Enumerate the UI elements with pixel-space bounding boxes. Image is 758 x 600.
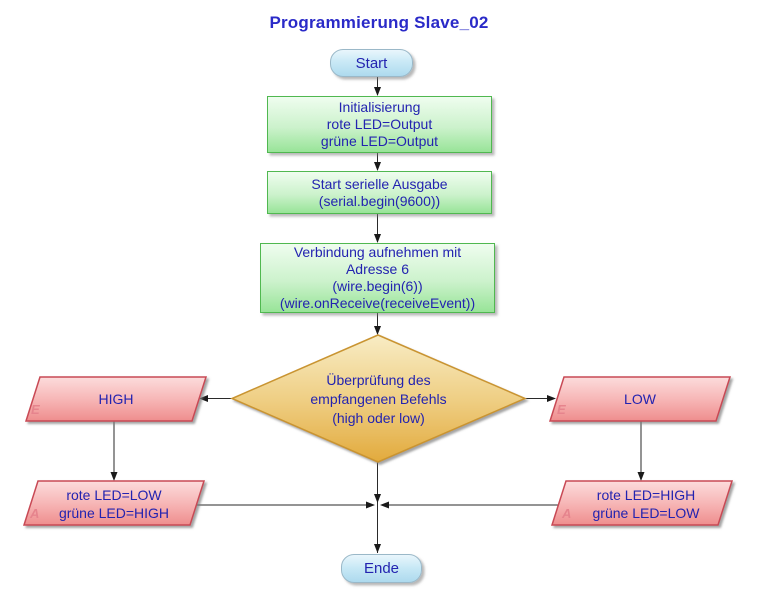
io-output-left-tag: A — [30, 506, 40, 521]
arrowhead-junction-from-left — [366, 501, 375, 509]
io-output-right-shape — [550, 480, 734, 526]
process-verbindung-line3: (wire.begin(6)) — [332, 278, 423, 294]
io-output-right-tag: A — [562, 506, 572, 521]
io-output-left-line2: grüne LED=HIGH — [58, 505, 170, 521]
arrowhead-into-high — [199, 395, 208, 402]
arrowhead-junction-down — [374, 494, 381, 503]
io-high-label: HIGH — [98, 391, 134, 407]
io-high-tag: E — [31, 402, 40, 417]
arrowhead-junction-from-right — [380, 501, 389, 509]
arrowhead-into-outright — [637, 472, 645, 481]
io-low-shape — [548, 376, 732, 422]
terminal-end: Ende — [341, 554, 422, 583]
decision-text: Überprüfung des empfangenen Befehls (hig… — [232, 371, 525, 428]
io-output-right-text: rote LED=HIGH grüne LED=LOW — [556, 486, 736, 522]
arrowhead-into-wire — [374, 234, 381, 243]
arrowhead-into-end — [374, 544, 381, 553]
decision-line2: empfangenen Befehls — [310, 391, 447, 407]
io-output-right-line2: grüne LED=LOW — [592, 505, 700, 521]
arrowhead-into-init — [374, 87, 381, 96]
io-output-right-line1: rote LED=HIGH — [596, 487, 696, 503]
io-output-left-line1: rote LED=LOW — [66, 487, 162, 503]
page-title: Programmierung Slave_02 — [269, 13, 489, 32]
io-low-tag: E — [557, 402, 566, 417]
process-verbindung-line2: Adresse 6 — [345, 261, 410, 277]
process-verbindung: Verbindung aufnehmen mit Adresse 6 (wire… — [260, 243, 495, 313]
arrowheads — [110, 87, 645, 553]
io-output-left-text: rote LED=LOW grüne LED=HIGH — [24, 486, 204, 522]
arrowhead-into-decision — [374, 326, 381, 335]
process-verbindung-line1: Verbindung aufnehmen mit — [293, 244, 462, 260]
io-output-left-shape — [22, 480, 206, 526]
decision-line3: (high oder low) — [332, 410, 425, 426]
process-serielle-ausgabe: Start serielle Ausgabe (serial.begin(960… — [267, 171, 492, 214]
terminal-start: Start — [330, 49, 413, 77]
io-low-label: LOW — [624, 391, 656, 407]
arrowhead-into-serial — [374, 162, 381, 171]
arrowhead-into-outleft — [110, 472, 118, 481]
decision-line1: Überprüfung des — [326, 372, 431, 388]
process-serielle-ausgabe-line2: (serial.begin(9600)) — [318, 192, 441, 209]
io-high-shape — [24, 376, 208, 422]
terminal-end-label: Ende — [363, 560, 400, 577]
process-initialisierung-line1: Initialisierung — [338, 99, 421, 115]
arrowhead-into-low — [547, 395, 556, 402]
decision-diamond-shape — [230, 334, 527, 463]
process-initialisierung-line2: rote LED=Output — [326, 116, 433, 132]
process-serielle-ausgabe-line1: Start serielle Ausgabe — [311, 175, 448, 192]
process-initialisierung: Initialisierung rote LED=Output grüne LE… — [267, 96, 492, 153]
process-verbindung-line4: (wire.onReceive(receiveEvent)) — [279, 295, 476, 311]
terminal-start-label: Start — [355, 54, 388, 72]
process-initialisierung-line3: grüne LED=Output — [320, 133, 439, 149]
